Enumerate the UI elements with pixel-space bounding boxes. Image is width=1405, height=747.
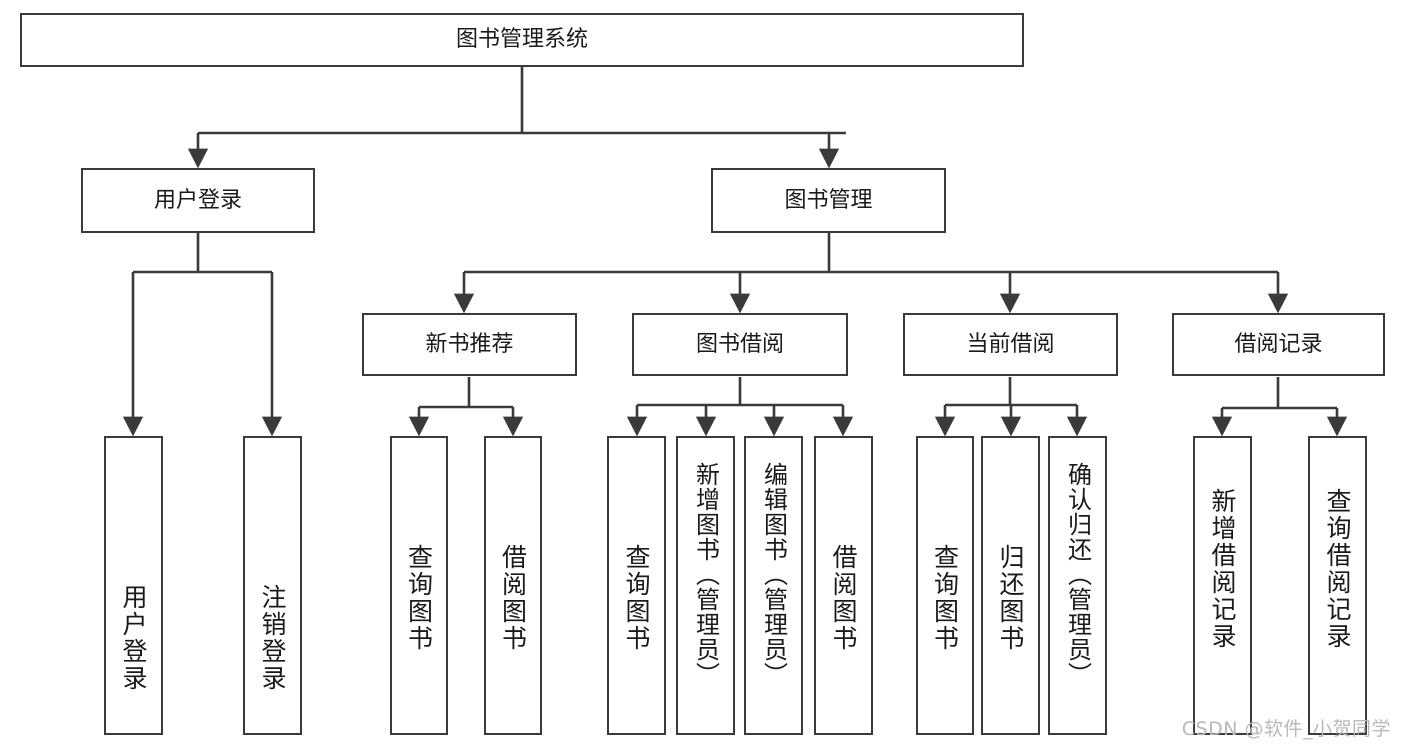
- node-new-book-rec-label: 新书推荐: [425, 331, 514, 357]
- node-leaf-borrow-record-1-label: 新增借阅记录: [1208, 488, 1237, 650]
- node-book-manage-label: 图书管理: [784, 187, 873, 213]
- node-leaf-current-borrow-2[interactable]: 归还图书: [981, 436, 1040, 735]
- node-leaf-new-book-rec-2-label: 借阅图书: [498, 544, 528, 652]
- node-leaf-user-login-1-label: 用户登录: [119, 584, 148, 692]
- node-book-borrow-label: 图书借阅: [695, 331, 784, 357]
- node-user-login[interactable]: 用户登录: [81, 168, 315, 233]
- node-current-borrow[interactable]: 当前借阅: [903, 313, 1118, 376]
- node-leaf-book-borrow-1-label: 查询图书: [622, 544, 651, 652]
- node-leaf-user-login-2-label: 注销登录: [258, 584, 287, 692]
- node-leaf-user-login-2[interactable]: 注销登录: [243, 436, 302, 735]
- node-leaf-book-borrow-3[interactable]: 编辑图书（管理员）: [744, 436, 803, 735]
- node-book-manage[interactable]: 图书管理: [711, 168, 946, 233]
- node-root[interactable]: 图书管理系统: [20, 13, 1024, 67]
- node-leaf-book-borrow-4[interactable]: 借阅图书: [814, 436, 873, 735]
- node-borrow-record[interactable]: 借阅记录: [1172, 313, 1385, 376]
- node-leaf-current-borrow-2-label: 归还图书: [996, 544, 1025, 652]
- node-leaf-user-login-1[interactable]: 用户登录: [104, 436, 163, 735]
- node-book-borrow[interactable]: 图书借阅: [632, 313, 848, 376]
- node-leaf-new-book-rec-2[interactable]: 借阅图书: [484, 436, 542, 735]
- node-leaf-current-borrow-3-label: 确认归还（管理员）: [1063, 462, 1092, 687]
- node-new-book-rec[interactable]: 新书推荐: [362, 313, 577, 376]
- node-current-borrow-label: 当前借阅: [966, 331, 1055, 357]
- node-leaf-borrow-record-1[interactable]: 新增借阅记录: [1193, 436, 1252, 735]
- node-borrow-record-label: 借阅记录: [1234, 331, 1323, 357]
- node-leaf-borrow-record-2[interactable]: 查询借阅记录: [1308, 436, 1367, 735]
- node-leaf-current-borrow-3[interactable]: 确认归还（管理员）: [1048, 436, 1107, 735]
- node-leaf-borrow-record-2-label: 查询借阅记录: [1323, 488, 1352, 650]
- node-leaf-current-borrow-1[interactable]: 查询图书: [916, 436, 974, 735]
- node-leaf-book-borrow-2[interactable]: 新增图书（管理员）: [676, 436, 735, 735]
- node-leaf-book-borrow-1[interactable]: 查询图书: [607, 436, 666, 735]
- node-root-label: 图书管理系统: [455, 27, 588, 53]
- node-user-login-label: 用户登录: [153, 187, 242, 213]
- node-leaf-new-book-rec-1-label: 查询图书: [404, 544, 434, 652]
- node-leaf-new-book-rec-1[interactable]: 查询图书: [390, 436, 448, 735]
- node-leaf-book-borrow-4-label: 借阅图书: [829, 544, 858, 652]
- node-leaf-book-borrow-2-label: 新增图书（管理员）: [691, 462, 720, 687]
- node-leaf-book-borrow-3-label: 编辑图书（管理员）: [759, 462, 788, 687]
- node-leaf-current-borrow-1-label: 查询图书: [930, 544, 960, 652]
